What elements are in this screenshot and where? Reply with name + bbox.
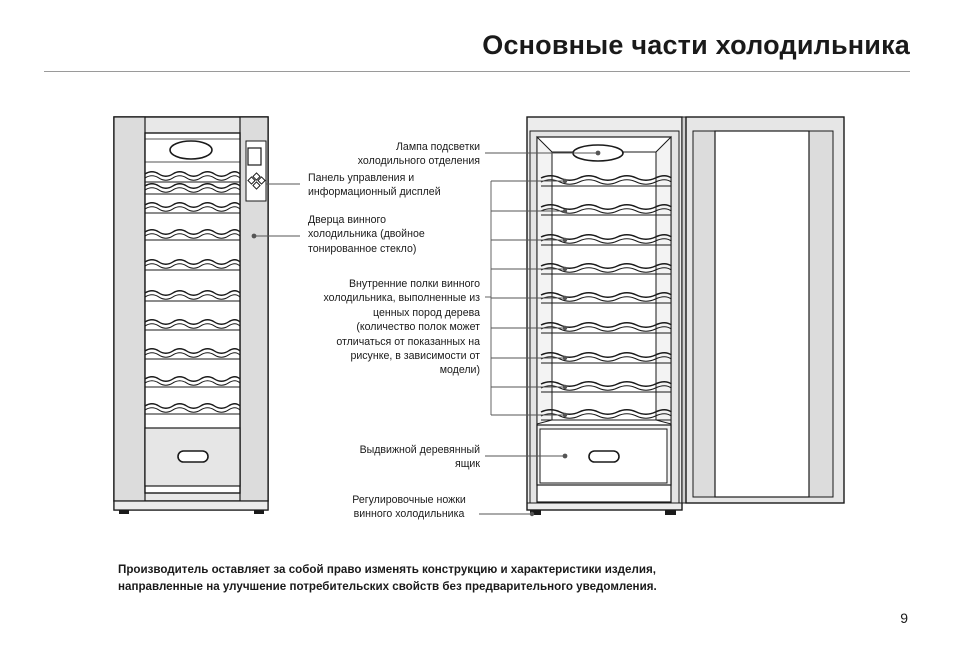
lamp-icon (169, 140, 213, 160)
page-title: Основные части холодильника (482, 30, 910, 60)
foot-icon (665, 510, 676, 515)
callout-lamp: Лампа подсветки холодильного отделения (357, 141, 480, 168)
callout-drawer: Выдвижной деревянный ящик (359, 444, 480, 471)
disclaimer-text: Производитель оставляет за собой право и… (118, 563, 657, 593)
foot-icon (254, 510, 264, 514)
callout-shelves: Внутренние полки винного холодильника, в… (323, 278, 481, 377)
title-divider (44, 71, 910, 72)
drawer-handle-icon (588, 450, 620, 463)
page-number: 9 (900, 610, 908, 626)
foot-icon (530, 510, 541, 515)
callout-lines (254, 150, 601, 517)
drawer-handle-icon (177, 450, 209, 463)
open-fridge (526, 116, 845, 515)
callout-control-panel: Панель управления и информационный диспл… (308, 172, 441, 199)
callout-door: Дверца винного холодильника (двойное тон… (308, 214, 425, 255)
control-buttons-icon (247, 172, 266, 190)
display-icon (247, 147, 262, 166)
callout-feet: Регулировочные ножки винного холодильник… (352, 494, 466, 521)
foot-icon (119, 510, 129, 514)
closed-fridge (113, 116, 269, 514)
